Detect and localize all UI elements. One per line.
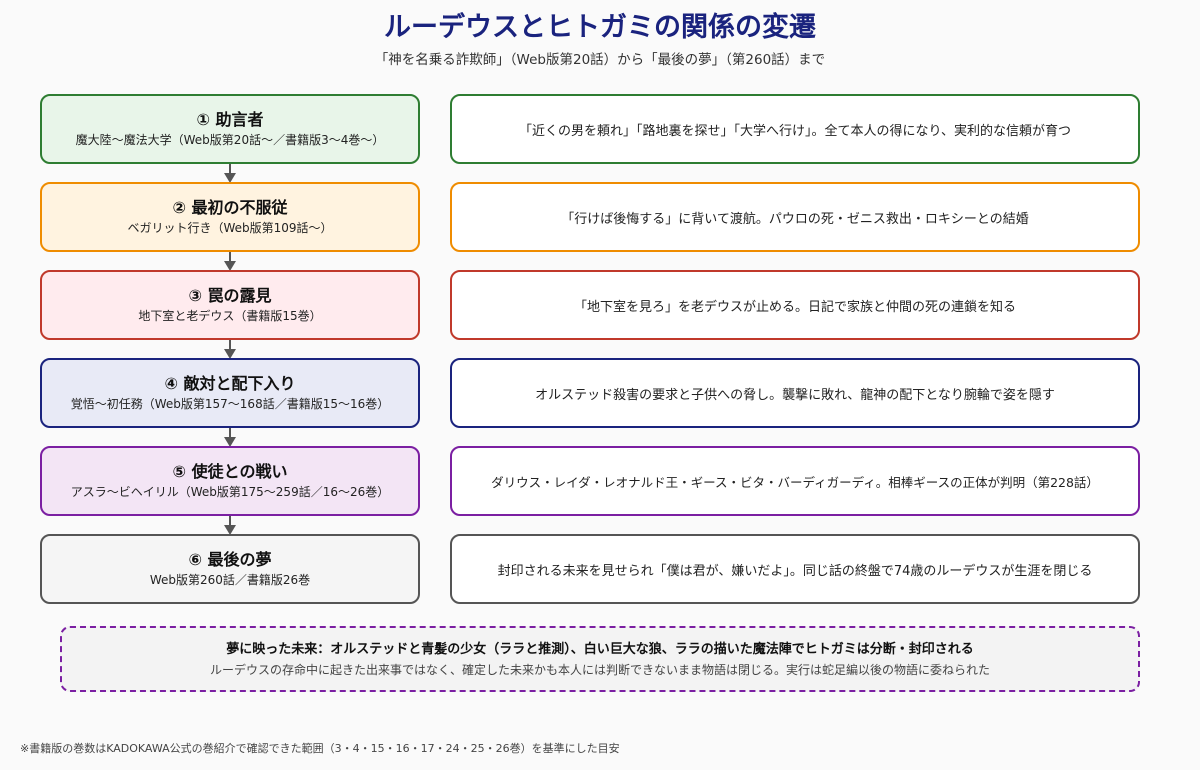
- stage-name: ④ 敵対と配下入り: [164, 374, 296, 393]
- stage-description-5: ダリウス・レイダ・レオナルド王・ギース・ビタ・バーディガーディ。相棒ギースの正体…: [450, 446, 1140, 516]
- stage-name: ① 助言者: [196, 110, 264, 129]
- stage-description-6: 封印される未来を見せられ「僕は君が、嫌いだよ」。同じ話の終盤で74歳のルーデウス…: [450, 534, 1140, 604]
- stage-period: 地下室と老デウス（書籍版15巻）: [138, 309, 322, 323]
- stage-description-2: 「行けば後悔する」に背いて渡航。パウロの死・ゼニス救出・ロキシーとの結婚: [450, 182, 1140, 252]
- stage-description-4: オルステッド殺害の要求と子供への脅し。襲撃に敗れ、龍神の配下となり腕輪で姿を隠す: [450, 358, 1140, 428]
- stage-period: Web版第260話／書籍版26巻: [149, 573, 311, 587]
- stage-box-2: ② 最初の不服従 ベガリット行き（Web版第109話～）: [40, 182, 420, 252]
- stage-name: ③ 罠の露見: [188, 286, 272, 305]
- future-note-box: 夢に映った未来：オルステッドと青髪の少女（ララと推測）、白い巨大な狼、ララの描い…: [60, 626, 1140, 692]
- down-arrow-icon: [224, 164, 236, 184]
- note-main-text: 夢に映った未来：オルステッドと青髪の少女（ララと推測）、白い巨大な狼、ララの描い…: [226, 641, 974, 657]
- stage-period: アスラ～ビヘイリル（Web版第175～259話／16～26巻）: [70, 485, 390, 499]
- note-sub-text: ルーデウスの存命中に起きた出来事ではなく、確定した未来かも本人には判断できないま…: [209, 662, 990, 677]
- stage-box-5: ⑤ 使徒との戦い アスラ～ビヘイリル（Web版第175～259話／16～26巻）: [40, 446, 420, 516]
- down-arrow-icon: [224, 252, 236, 272]
- stage-period: 覚悟～初任務（Web版第157～168話／書籍版15～16巻）: [70, 397, 390, 411]
- down-arrow-icon: [224, 340, 236, 360]
- stage-box-4: ④ 敵対と配下入り 覚悟～初任務（Web版第157～168話／書籍版15～16巻…: [40, 358, 420, 428]
- footnote: ※書籍版の巻数はKADOKAWA公式の巻紹介で確認できた範囲（3・4・15・16…: [20, 742, 620, 755]
- stage-description-1: 「近くの男を頼れ」「路地裏を探せ」「大学へ行け」。全て本人の得になり、実利的な信…: [450, 94, 1140, 164]
- page-title: ルーデウスとヒトガミの関係の変遷: [384, 12, 816, 43]
- stage-description-3: 「地下室を見ろ」を老デウスが止める。日記で家族と仲間の死の連鎖を知る: [450, 270, 1140, 340]
- stage-name: ② 最初の不服従: [172, 198, 288, 217]
- down-arrow-icon: [224, 516, 236, 536]
- stage-box-6: ⑥ 最後の夢 Web版第260話／書籍版26巻: [40, 534, 420, 604]
- stage-name: ⑥ 最後の夢: [188, 550, 272, 569]
- stage-box-3: ③ 罠の露見 地下室と老デウス（書籍版15巻）: [40, 270, 420, 340]
- down-arrow-icon: [224, 428, 236, 448]
- stage-period: 魔大陸～魔法大学（Web版第20話～／書籍版3～4巻～）: [75, 133, 385, 147]
- stage-box-1: ① 助言者 魔大陸～魔法大学（Web版第20話～／書籍版3～4巻～）: [40, 94, 420, 164]
- stage-name: ⑤ 使徒との戦い: [172, 462, 288, 481]
- page-subtitle: 「神を名乗る詐欺師」（Web版第20話）から「最後の夢」（第260話）まで: [374, 52, 826, 68]
- stage-period: ベガリット行き（Web版第109話～）: [127, 221, 333, 235]
